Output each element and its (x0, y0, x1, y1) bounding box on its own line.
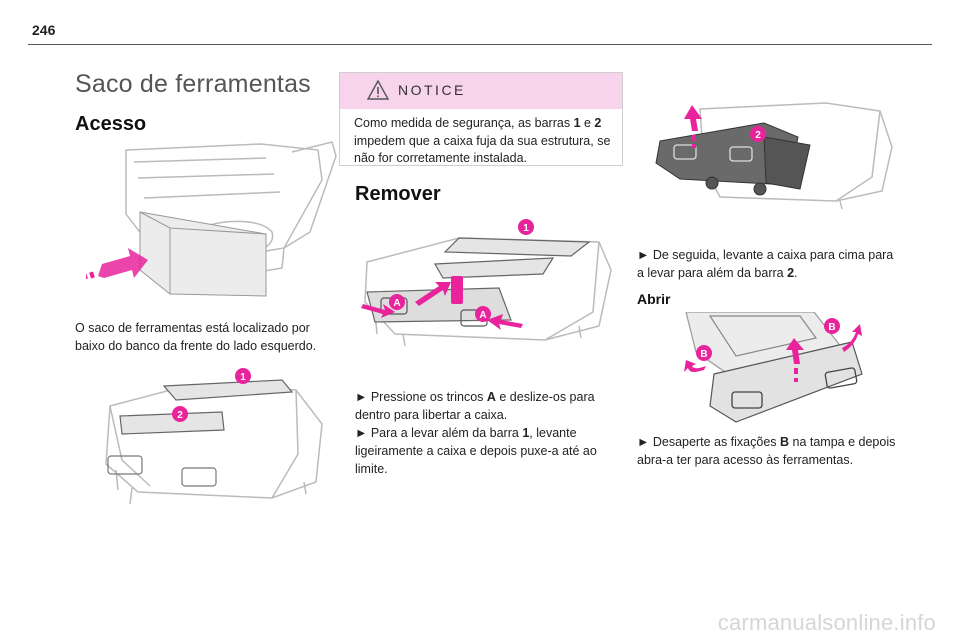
box-open-lid-illustration: B B (684, 312, 863, 423)
page-title: Saco de ferramentas (75, 70, 311, 98)
latch-a-left-label: A (393, 298, 400, 309)
header-rule (28, 44, 932, 45)
step-open-lid: ► Desaperte as fixações B na tampa e dep… (637, 435, 896, 467)
step-press-latches: ► Pressione os trincos A e deslize-os pa… (355, 390, 595, 422)
footer-watermark: carmanualsonline.info (717, 610, 936, 635)
step-pull-box: ► Para a levar além da barra 1, levante … (355, 426, 597, 476)
notice-header: NOTICE (340, 73, 622, 109)
notice-box: NOTICE Como medida de segurança, as barr… (339, 72, 623, 166)
notice-text: Como medida de segurança, as barras 1 e … (354, 116, 611, 165)
bar-2-label-lift: 2 (755, 130, 761, 141)
fixing-b-right-label: B (828, 322, 835, 333)
step-lift-box: ► De seguida, levante a caixa para cima … (637, 248, 894, 280)
section-heading-abrir: Abrir (637, 291, 671, 307)
section-heading-acesso: Acesso (75, 113, 147, 135)
warning-triangle-icon (366, 79, 390, 100)
box-bars-illustration: 1 2 (105, 368, 323, 505)
fixing-b-left-label: B (700, 349, 707, 360)
box-lift-illustration: 2 (655, 102, 893, 210)
remover-steps: ► Pressione os trincos A e deslize-os pa… (355, 388, 620, 478)
latch-a-right-label: A (479, 310, 486, 321)
bar-1-label-remover: 1 (523, 223, 529, 234)
seat-illustration (86, 141, 337, 297)
page-number: 246 (32, 22, 56, 38)
bar-2-label: 2 (177, 410, 183, 421)
box-release-illustration: 1 A A (361, 219, 612, 347)
acesso-paragraph: O saco de ferramentas está localizado po… (75, 321, 317, 353)
section-heading-remover: Remover (355, 183, 441, 205)
notice-title: NOTICE (398, 82, 466, 98)
bar-1-label: 1 (240, 372, 246, 383)
